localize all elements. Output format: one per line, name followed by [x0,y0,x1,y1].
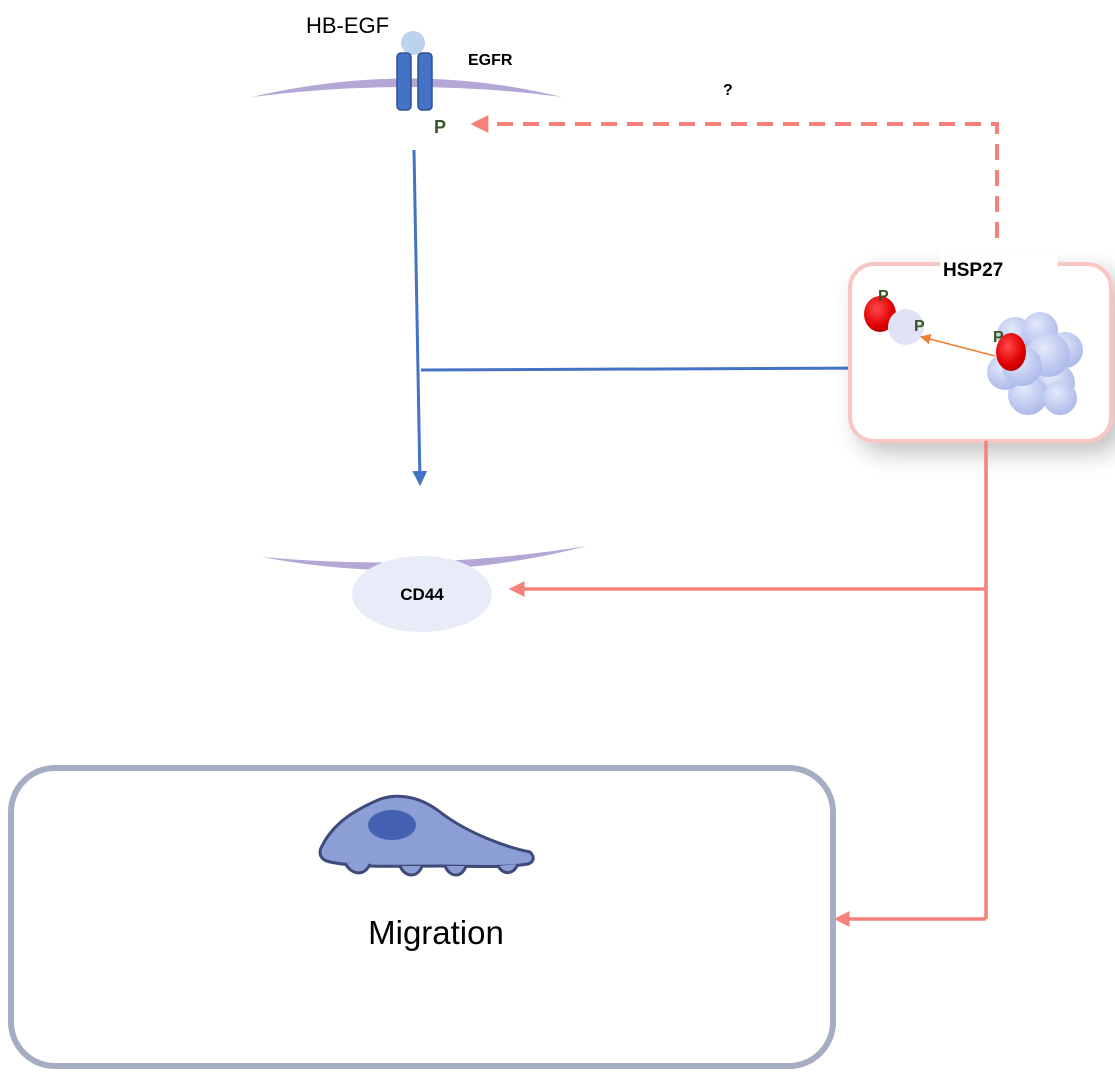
migration-label: Migration [368,914,504,951]
hb-egf-label: HB-EGF [306,13,389,38]
cd44-receptor [352,556,492,632]
egfr-receptor [396,52,433,111]
egfr-phospho-site: P [434,117,446,137]
plasma-membrane-bottom [262,546,587,571]
hsp27-oligomer [987,312,1083,415]
hb-egf-ligand [401,31,425,55]
cd44-label: CD44 [400,585,444,604]
hsp27-label: HSP27 [943,260,1003,281]
plasma-membrane-top [252,78,562,97]
hsp27-to-egfr-feedback-arrow [470,115,999,238]
dimer-phospho-site-b: P [914,318,925,335]
migration-panel [8,765,836,1069]
egfr-to-cd44-arrow [412,149,428,486]
hsp27-label-backdrop [940,250,1058,292]
unknown-link-label: ? [723,82,733,99]
oligomer-phospho-site: P [993,329,1004,346]
migrating-cell-icon [318,794,535,877]
hsp27-phospho-dimer [864,296,924,345]
egfr-label: EGFR [468,52,513,69]
oligomer-to-dimer-arrow [919,334,996,357]
dimer-phospho-site-a: P [878,288,889,305]
egfr-to-hsp27-arrow [420,360,881,376]
